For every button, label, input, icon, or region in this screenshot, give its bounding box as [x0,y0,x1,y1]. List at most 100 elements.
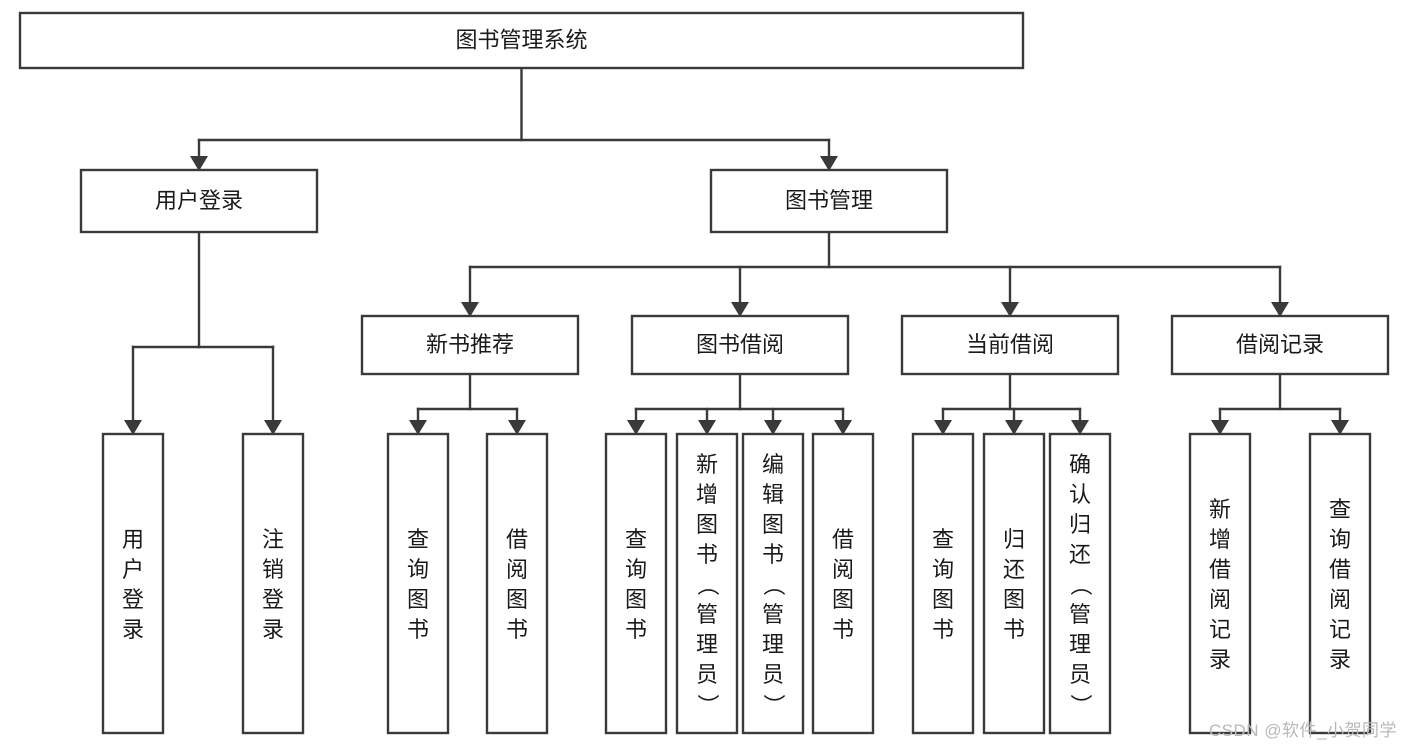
node-label-leaf-rec-query-char-3: 书 [407,617,429,642]
node-book-borrow[interactable]: 图书借阅 [630,314,850,376]
node-label-leaf-cb-confirm-char-4: （ [1068,574,1093,596]
node-box-current-borrow [900,314,1120,376]
node-label-leaf-br-query-char-1: 询 [1329,527,1351,552]
node-label-current-borrow: 当前借阅 [966,332,1054,357]
node-label-leaf-cb-query-char-0: 查 [932,527,954,552]
node-label-leaf-cb-return-char-2: 图 [1003,587,1025,612]
arrow-icon-leaf-cb-query [934,420,952,435]
node-layer: 图书管理系统用户登录图书管理新书推荐图书借阅当前借阅借阅记录用户登录注销登录查询… [18,11,1390,735]
node-new-book-rec[interactable]: 新书推荐 [360,314,580,376]
node-label-leaf-user-login-char-1: 户 [122,557,144,582]
node-label-leaf-rec-query-char-0: 查 [407,527,429,552]
arrow-icon-leaf-user-login [124,420,142,435]
node-label-leaf-cb-return-char-3: 书 [1003,617,1025,642]
node-label-leaf-rec-query-char-2: 图 [407,587,429,612]
node-label-leaf-bb-edit-char-5: 管 [762,602,784,627]
node-label-leaf-bb-borrow-char-0: 借 [832,527,854,552]
node-label-user-login: 用户登录 [155,188,243,213]
node-box-leaf-rec-query [386,432,450,735]
node-label-leaf-br-add-char-2: 借 [1209,557,1231,582]
arrow-icon-borrow-record [1271,302,1289,317]
node-book-manage[interactable]: 图书管理 [709,168,949,234]
node-label-leaf-br-query-char-2: 借 [1329,557,1351,582]
node-label-leaf-bb-borrow-char-2: 图 [832,587,854,612]
arrow-icon-leaf-cb-confirm [1071,420,1089,435]
node-label-leaf-logout-char-3: 录 [262,617,284,642]
node-label-leaf-br-add-char-1: 增 [1209,527,1231,552]
arrow-icon-leaf-rec-query [409,420,427,435]
arrow-icon-leaf-bb-borrow [834,420,852,435]
arrow-icon-user-login [190,156,208,171]
node-label-leaf-cb-confirm-char-5: 管 [1069,602,1091,627]
node-user-login[interactable]: 用户登录 [79,168,319,234]
node-box-leaf-bb-borrow [811,432,875,735]
node-box-new-book-rec [360,314,580,376]
arrow-icon-book-manage [820,156,838,171]
node-box-leaf-bb-query [604,432,668,735]
edge-group-borrow-record [1211,372,1349,435]
node-label-leaf-cb-return-char-1: 还 [1003,557,1025,582]
node-label-leaf-bb-borrow-char-3: 书 [832,617,854,642]
node-label-book-manage: 图书管理 [785,188,873,213]
node-box-borrow-record [1170,314,1390,376]
node-label-leaf-bb-add-char-6: 理 [696,632,718,657]
watermark-text: CSDN @软件_小贺同学 [1208,721,1397,740]
node-label-leaf-br-query-char-0: 查 [1329,497,1351,522]
node-box-leaf-cb-confirm [1048,432,1112,735]
node-label-leaf-br-add-char-5: 录 [1209,647,1231,672]
node-box-leaf-bb-edit [741,432,805,735]
node-box-leaf-user-login [101,432,165,735]
node-label-leaf-rec-borrow-char-3: 书 [506,617,528,642]
node-label-leaf-bb-query-char-3: 书 [625,617,647,642]
node-label-leaf-bb-add-char-2: 图 [696,512,718,537]
node-box-leaf-bb-add [675,432,739,735]
node-label-leaf-cb-confirm-char-3: 还 [1069,542,1091,567]
node-label-leaf-user-login-char-3: 录 [122,617,144,642]
node-label-leaf-bb-add-char-0: 新 [696,452,718,477]
node-label-leaf-bb-edit-char-8: ） [761,694,786,716]
node-leaf-user-login[interactable]: 用户登录 [101,432,165,735]
arrow-icon-leaf-bb-add [698,420,716,435]
node-label-leaf-bb-edit-char-6: 理 [762,632,784,657]
arrow-icon-leaf-cb-return [1005,420,1023,435]
arrow-icon-new-book-rec [461,302,479,317]
node-label-leaf-bb-edit-char-4: （ [761,574,786,596]
node-label-leaf-bb-query-char-1: 询 [625,557,647,582]
edge-group-root [190,66,838,171]
node-label-leaf-cb-query-char-1: 询 [932,557,954,582]
node-label-leaf-bb-borrow-char-1: 阅 [832,557,854,582]
node-label-leaf-cb-confirm-char-1: 认 [1069,482,1091,507]
node-label-borrow-record: 借阅记录 [1236,332,1324,357]
node-borrow-record[interactable]: 借阅记录 [1170,314,1390,376]
node-label-root: 图书管理系统 [455,27,587,52]
node-label-leaf-bb-edit-char-7: 员 [762,662,784,687]
node-box-root [18,11,1025,70]
node-label-leaf-bb-edit-char-1: 辑 [762,482,784,507]
node-label-leaf-br-query-char-4: 记 [1329,617,1351,642]
node-box-leaf-br-query [1308,432,1372,735]
arrow-icon-leaf-bb-query [627,420,645,435]
arrow-icon-leaf-br-query [1331,420,1349,435]
node-label-leaf-bb-add-char-1: 增 [696,482,718,507]
node-label-leaf-bb-add-char-5: 管 [696,602,718,627]
node-current-borrow[interactable]: 当前借阅 [900,314,1120,376]
node-root[interactable]: 图书管理系统 [18,11,1025,70]
node-label-leaf-logout-char-0: 注 [262,527,284,552]
node-box-leaf-cb-query [911,432,975,735]
node-label-leaf-cb-query-char-2: 图 [932,587,954,612]
node-box-user-login [79,168,319,234]
node-box-leaf-rec-borrow [485,432,549,735]
